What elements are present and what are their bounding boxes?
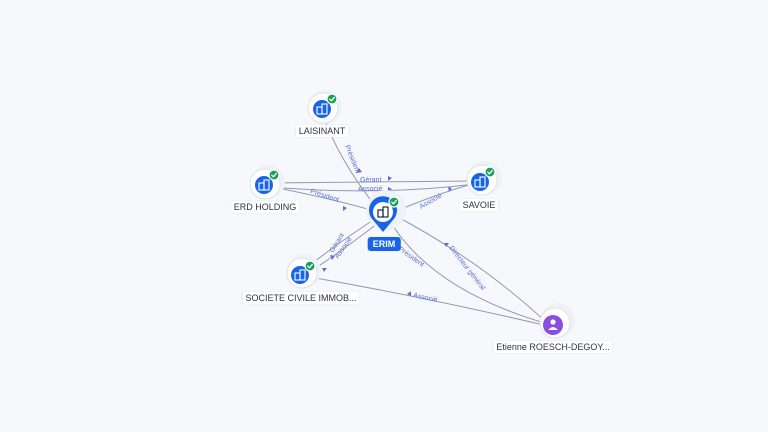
edge-etienne-erim-president[interactable] (387, 217, 549, 325)
arrow-head (330, 255, 335, 260)
node-erd-holding[interactable] (249, 165, 285, 200)
node-savoie[interactable] (466, 161, 502, 196)
verified-badge (484, 166, 496, 178)
edge-etienne-erim-directeur[interactable] (391, 213, 549, 325)
check-icon (487, 169, 493, 175)
node-core (543, 315, 563, 335)
edge-label: Gérant (360, 177, 381, 184)
node-label-etienne[interactable]: Etienne ROESCH-DEGOY... (493, 341, 613, 353)
building-icon (474, 176, 486, 188)
node-label-erd-holding[interactable]: ERD HOLDING (230, 201, 300, 213)
verified-badge (388, 196, 400, 208)
building-icon (377, 206, 389, 218)
arrow-head (388, 176, 392, 181)
building-icon (258, 179, 270, 191)
verified-badge (268, 169, 280, 181)
edge-erd-savoie-associe[interactable] (269, 183, 476, 192)
node-etienne[interactable] (539, 303, 575, 339)
building-icon (294, 269, 306, 281)
node-label-savoie[interactable]: SAVOIE (459, 199, 499, 211)
edge-label: Président (343, 144, 361, 174)
arrow-head (343, 206, 347, 211)
building-icon (316, 103, 328, 115)
arrow-head (356, 168, 362, 173)
person-icon (548, 319, 558, 330)
check-icon (307, 263, 313, 269)
arrow-head (448, 187, 452, 192)
node-societe-civile[interactable] (286, 254, 321, 289)
node-label-laisinant[interactable]: LAISINANT (295, 125, 349, 137)
verified-badge (304, 260, 316, 272)
edge-erd-savoie-gerant[interactable] (269, 180, 476, 184)
edge-label: Associé (413, 292, 439, 304)
edge-label: Associé (419, 192, 444, 210)
check-icon (391, 199, 397, 205)
check-icon (271, 172, 277, 178)
arrow-head (444, 243, 449, 247)
edge-etienne-sci[interactable] (303, 275, 549, 327)
arrow-head (407, 291, 411, 296)
verified-badge (326, 93, 338, 105)
edge-label: Associé (358, 186, 383, 193)
node-laisinant[interactable] (307, 90, 342, 124)
node-erim[interactable] (366, 190, 406, 232)
node-label-societe-civile[interactable]: SOCIETE CIVILE IMMOB... (242, 292, 360, 304)
arrow-head (322, 268, 327, 272)
node-label-erim[interactable]: ERIM (367, 237, 401, 251)
check-icon (329, 96, 335, 102)
